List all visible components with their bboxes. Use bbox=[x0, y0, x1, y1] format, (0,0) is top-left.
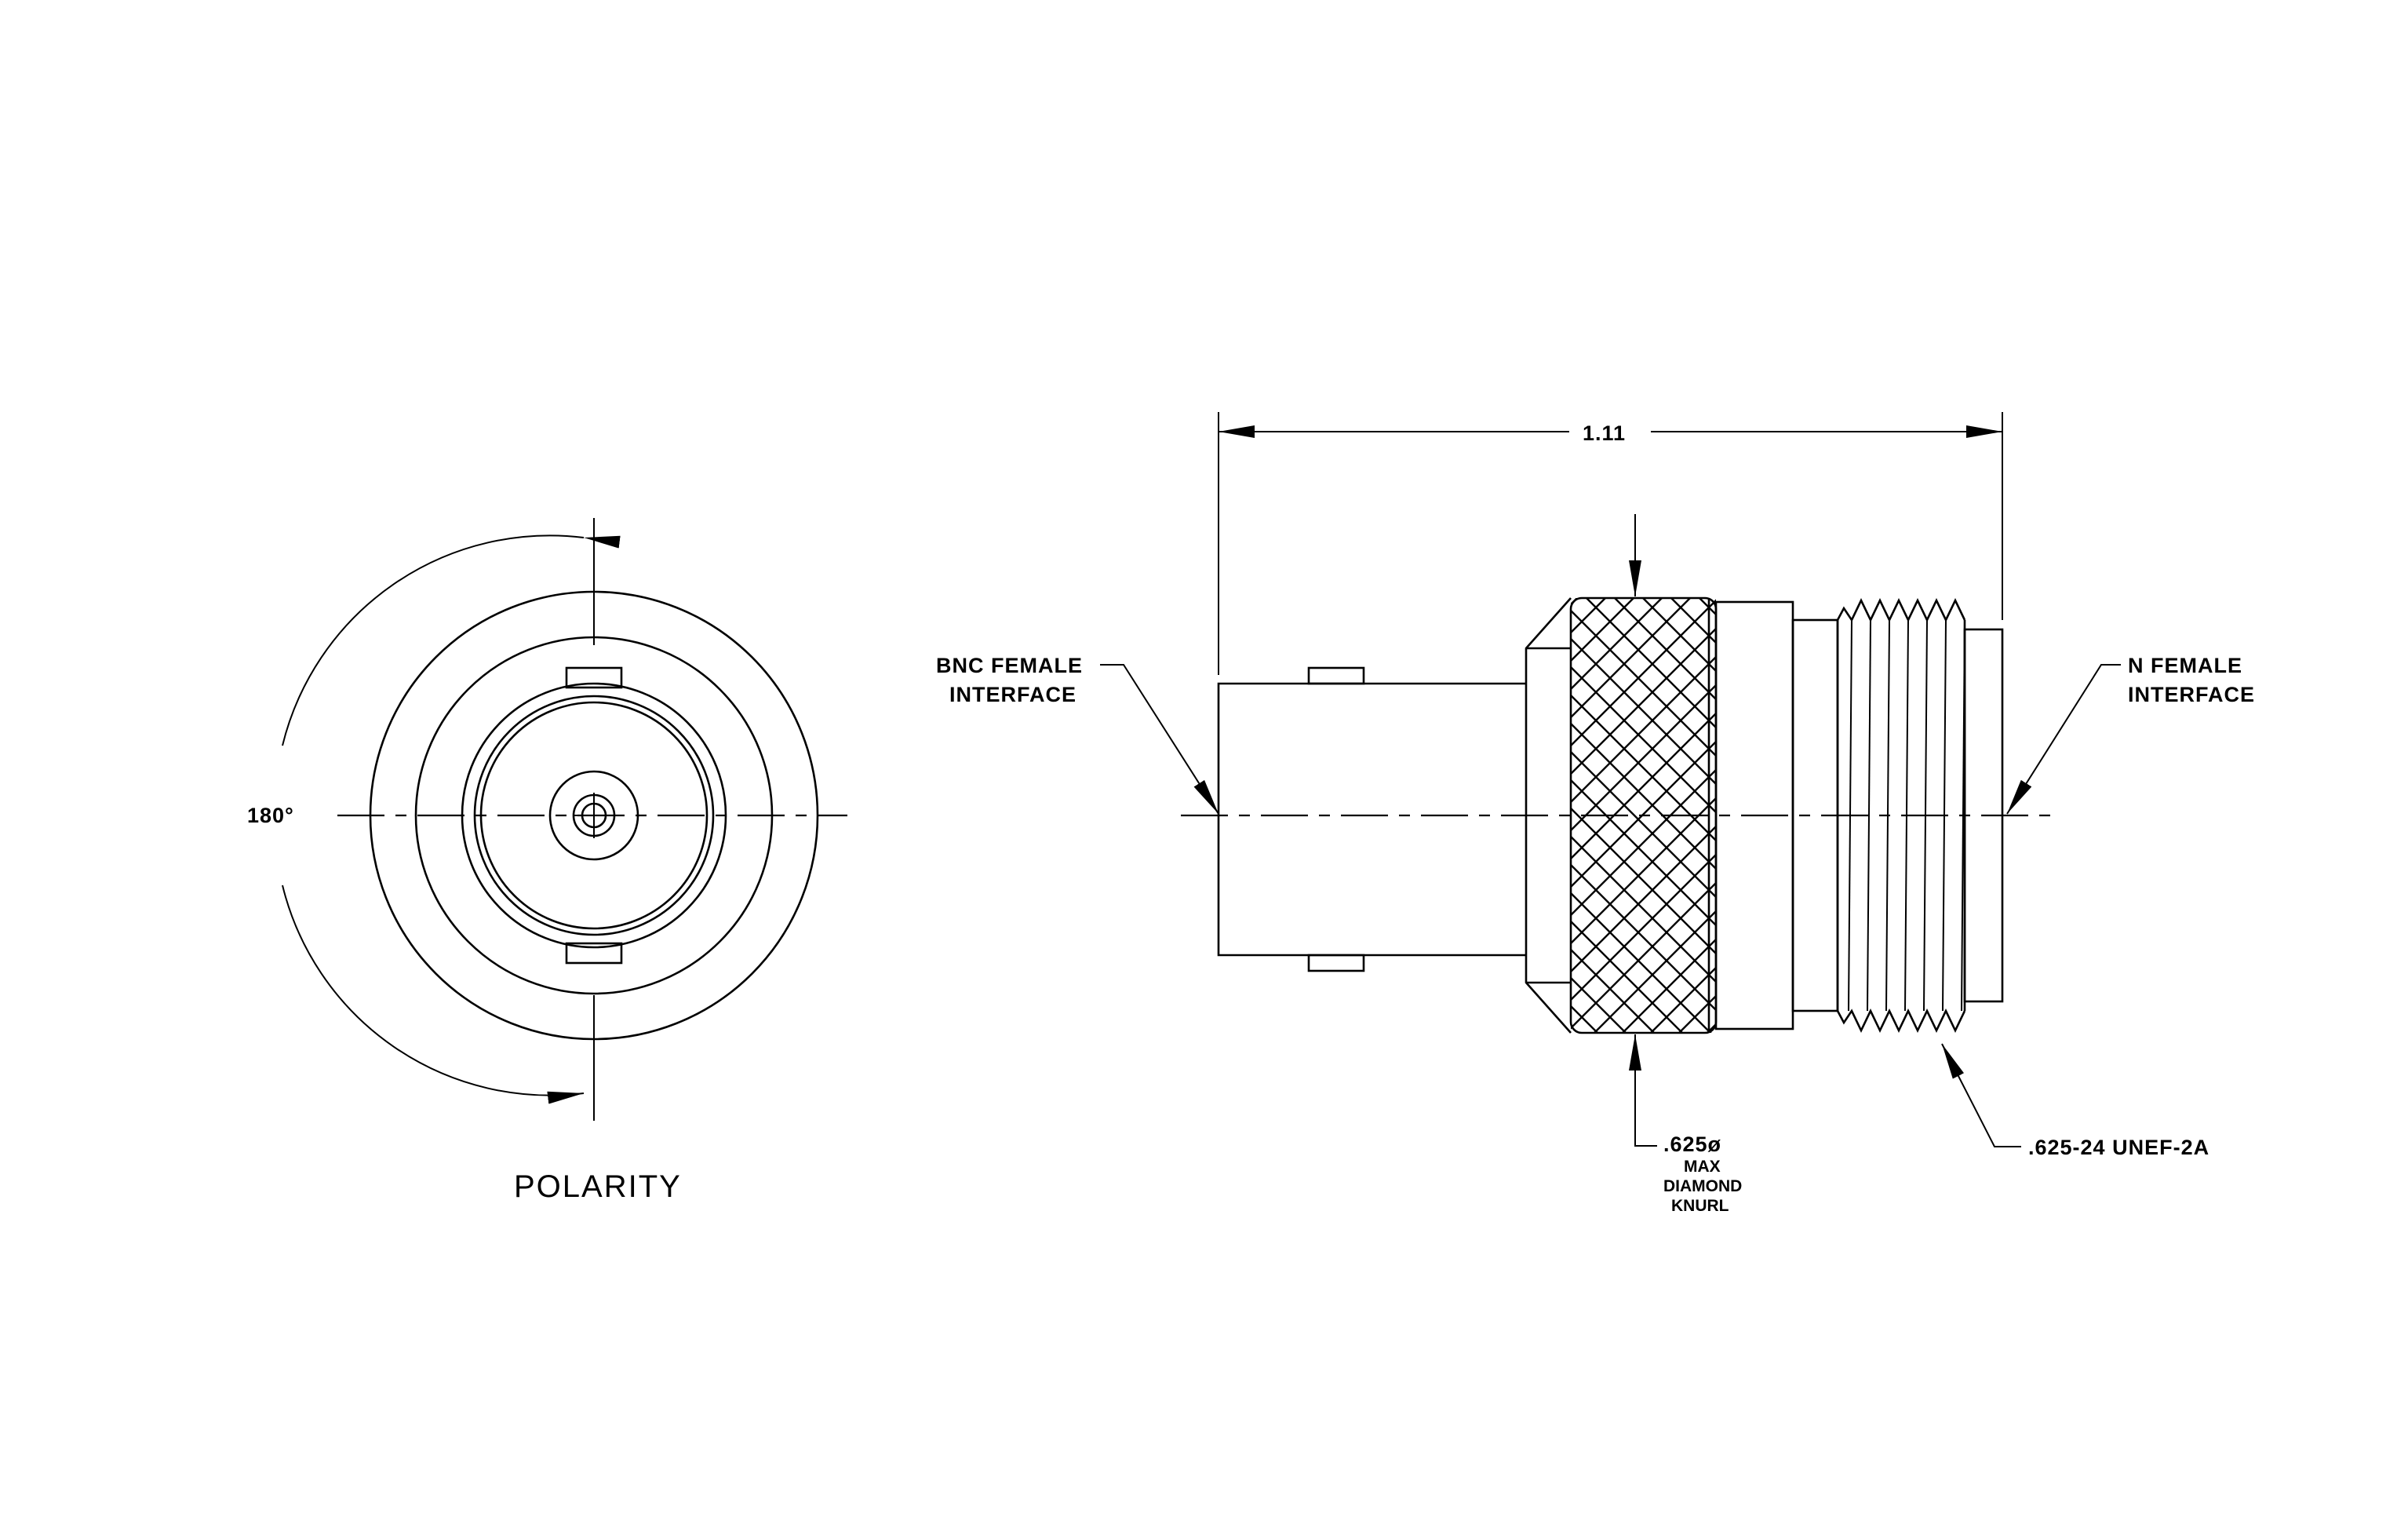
bnc-stud-bottom bbox=[1307, 954, 1365, 972]
polarity-title: POLARITY bbox=[514, 1169, 682, 1204]
outer-knurl-circle bbox=[369, 590, 819, 1041]
bnc-interface-leader bbox=[1100, 664, 1219, 815]
knurl-knurl-label: KNURL bbox=[1671, 1197, 1729, 1215]
bnc-inner-circle bbox=[473, 695, 715, 936]
diamond-knurl bbox=[1571, 598, 1716, 1033]
n-interface-leader bbox=[2006, 664, 2121, 815]
n-label-line1: N FEMALE bbox=[2128, 654, 2242, 677]
bnc-body bbox=[1217, 682, 1526, 957]
angle-label: 180° bbox=[247, 804, 294, 827]
polarity-arc-bottom bbox=[282, 885, 585, 1104]
bnc-label-line1: BNC FEMALE bbox=[936, 654, 1083, 677]
n-label-line2: INTERFACE bbox=[2128, 683, 2255, 706]
overall-length-label: 1.11 bbox=[1583, 421, 1626, 445]
contact-inner-circle bbox=[581, 802, 607, 829]
body-circle bbox=[414, 636, 774, 995]
bnc-stud-top bbox=[1307, 666, 1365, 685]
thread-crests-bottom bbox=[1836, 1008, 1966, 1034]
end-view: 180° POLARITY bbox=[247, 518, 847, 1204]
bnc-outer-circle bbox=[461, 682, 727, 949]
bayonet-stud-bottom bbox=[565, 942, 623, 965]
knurl-max-label: MAX bbox=[1684, 1158, 1721, 1176]
thread-crests-top bbox=[1836, 597, 1966, 623]
knurl-arrow-bottom bbox=[1629, 1034, 1657, 1147]
thread-label: .625-24 UNEF-2A bbox=[2028, 1136, 2209, 1159]
polarity-arc-top bbox=[282, 534, 621, 746]
bnc-label-line2: INTERFACE bbox=[949, 683, 1076, 706]
contact-outer-circle bbox=[572, 793, 616, 837]
n-front-face bbox=[1963, 628, 2004, 1003]
knurl-chamfer bbox=[1525, 597, 1572, 1034]
dimensions: 1.11 .625ø MAX DIAMOND KNURL BNC FEMALE … bbox=[936, 412, 2255, 1215]
dielectric-circle bbox=[548, 770, 639, 861]
knurl-diamond-label: DIAMOND bbox=[1663, 1177, 1742, 1195]
bayonet-stud-top bbox=[565, 666, 623, 689]
knurl-diameter-label: .625ø bbox=[1663, 1133, 1721, 1156]
side-view bbox=[1181, 596, 2056, 1034]
thread-leader bbox=[1941, 1043, 2021, 1147]
